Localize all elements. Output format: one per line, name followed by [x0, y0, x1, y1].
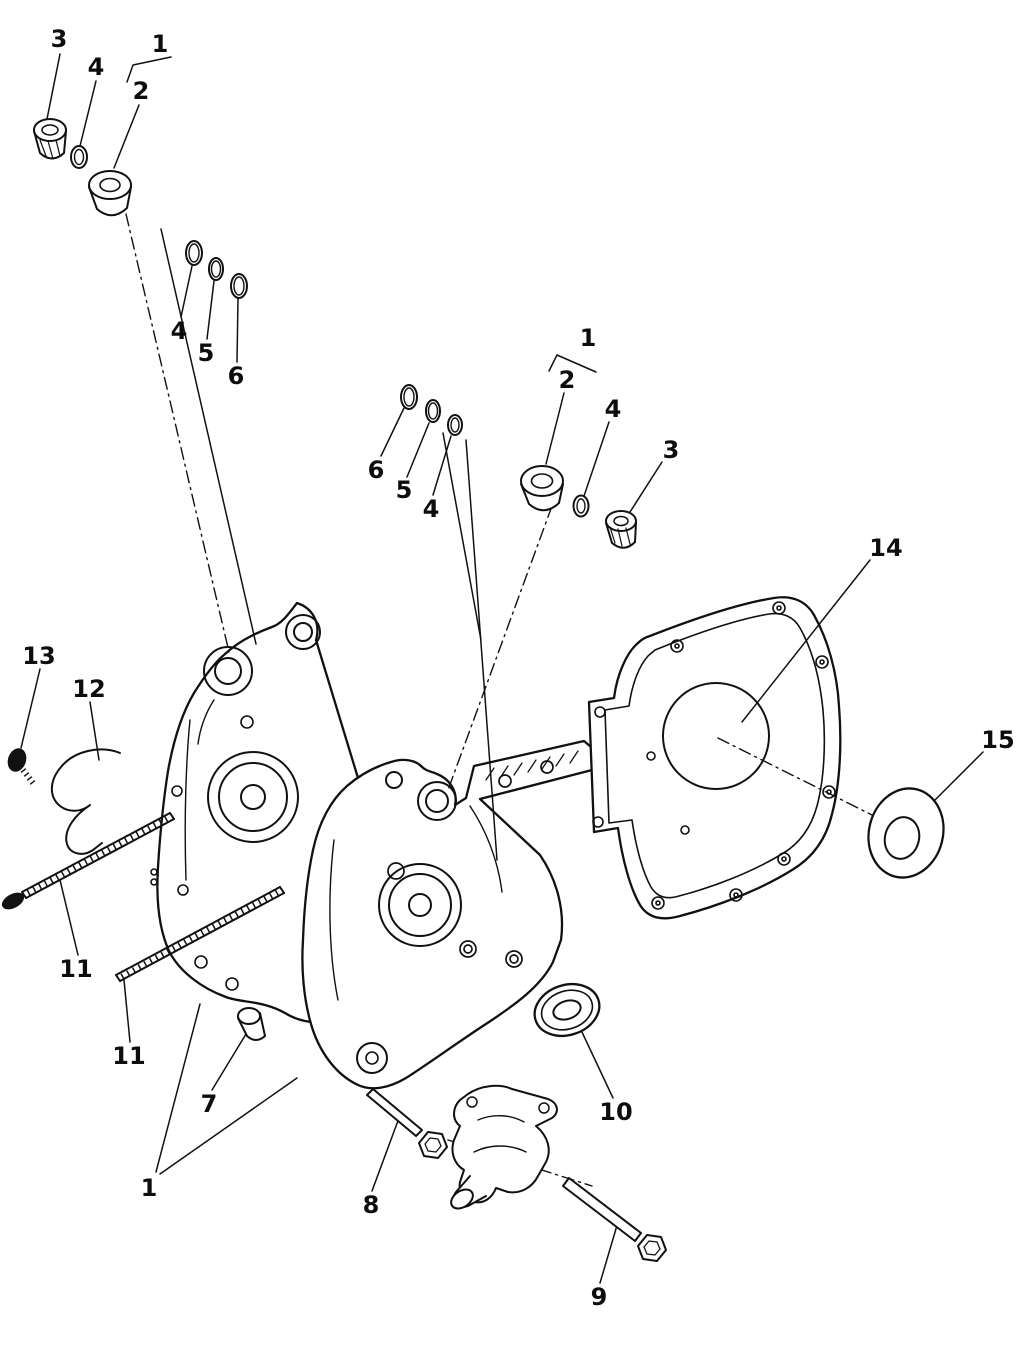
callout-14-fan-cover: 14	[869, 534, 903, 562]
fan-cover-opening	[662, 682, 770, 790]
callout-10-oil-seal: 10	[599, 1098, 633, 1126]
callout-4-rings-mid: 4	[422, 495, 440, 523]
group-bracket-1-right	[548, 354, 597, 373]
callout-13-screw: 13	[22, 642, 56, 670]
part-rod-11-upper	[1, 812, 175, 910]
part-screw-13	[7, 748, 36, 785]
part-bushing-2-right	[520, 465, 564, 512]
part-bushing-7	[237, 1007, 266, 1041]
part-oil-seal-10	[533, 982, 601, 1038]
callout-1-crankcase: 1	[140, 1174, 158, 1202]
part-rod-11-lower	[115, 886, 285, 982]
mount-arm-hatching	[485, 750, 579, 781]
callout-9-bolt: 9	[590, 1283, 608, 1311]
part-bolt-8	[366, 1088, 448, 1159]
callout-8-bolt: 8	[362, 1191, 380, 1219]
callout-4-rings-left: 4	[170, 317, 188, 345]
callout-2-upper-left: 2	[132, 77, 150, 105]
crankcase-front-half	[301, 739, 594, 1090]
part-oring-4-right	[572, 494, 590, 518]
part-plug-3-left	[33, 118, 67, 160]
bolt-9-hex-head	[637, 1234, 667, 1262]
callout-11-rod-lower: 11	[112, 1042, 146, 1070]
callout-6-rings-left: 6	[227, 362, 245, 390]
part-oring-4-left	[70, 145, 88, 169]
part-plug-3-right	[605, 510, 637, 549]
callout-1-right: 1	[579, 324, 597, 352]
part-bolt-9	[562, 1177, 667, 1262]
callout-5-rings-mid: 5	[395, 476, 413, 504]
callout-3-right: 3	[662, 436, 680, 464]
callout-6-rings-mid: 6	[367, 456, 385, 484]
callout-15-seal-ring: 15	[981, 726, 1015, 754]
callout-11-rod-upper: 11	[59, 955, 93, 983]
callout-12-spring: 12	[72, 675, 106, 703]
callout-2-right: 2	[558, 366, 576, 394]
part-spring-12	[50, 748, 121, 855]
rear-bearing-bore	[207, 751, 299, 843]
callout-7-bushing: 7	[200, 1090, 218, 1118]
callout-4-right: 4	[604, 395, 622, 423]
callout-5-rings-left: 5	[197, 339, 215, 367]
part-bushing-2-left	[88, 170, 132, 217]
part-rings-6-5-4-middle	[400, 384, 463, 436]
callout-1-upper-left: 1	[151, 30, 169, 58]
part-seal-ring-15	[867, 787, 945, 879]
part-outlet-housing	[450, 1084, 558, 1210]
leader-lines	[20, 53, 984, 1284]
front-bearing-bore	[378, 863, 462, 947]
bolt-8-hex-head	[418, 1131, 448, 1159]
part-rings-4-5-6-left	[185, 240, 248, 299]
callout-4-upper-left: 4	[87, 53, 105, 81]
callout-3-upper-left: 3	[50, 25, 68, 53]
group-bracket-1-left	[126, 56, 172, 83]
